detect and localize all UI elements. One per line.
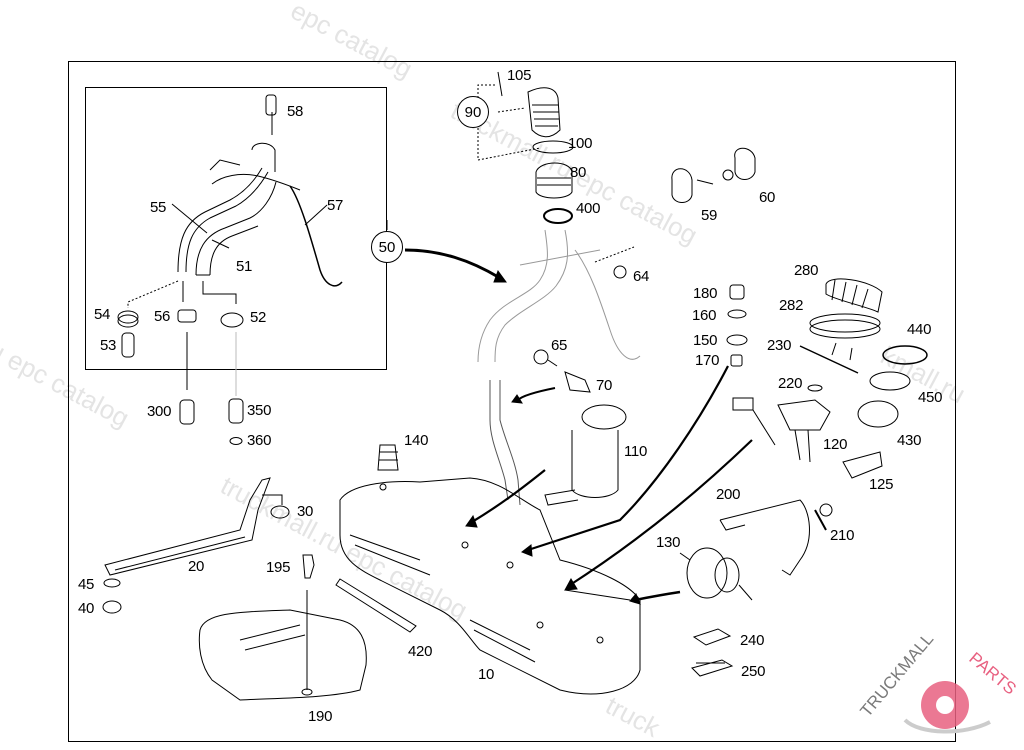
callout-59[interactable]: 59	[701, 207, 718, 224]
callout-70[interactable]: 70	[596, 377, 613, 394]
callout-350[interactable]: 350	[247, 402, 272, 419]
callout-190[interactable]: 190	[308, 708, 333, 725]
callout-440[interactable]: 440	[907, 321, 932, 338]
callout-110[interactable]: 110	[624, 443, 648, 460]
callout-10[interactable]: 10	[478, 666, 495, 683]
callout-420[interactable]: 420	[408, 643, 433, 660]
callout-40[interactable]: 40	[78, 600, 95, 617]
callout-45[interactable]: 45	[78, 576, 95, 593]
callout-58[interactable]: 58	[287, 103, 304, 120]
callout-57[interactable]: 57	[327, 197, 344, 214]
callout-150[interactable]: 150	[693, 332, 718, 349]
diagram-frame	[68, 61, 956, 742]
truckmall-parts-logo: TRUCKMALL PARTS	[857, 629, 1020, 734]
callout-400[interactable]: 400	[576, 200, 601, 217]
part-58-connector	[265, 94, 277, 116]
callout-282[interactable]: 282	[779, 297, 804, 314]
callout-55[interactable]: 55	[150, 199, 167, 216]
filler-neck-hose-part	[177, 112, 343, 287]
callout-195[interactable]: 195	[266, 559, 291, 576]
callout-56[interactable]: 56	[154, 308, 171, 325]
callout-430[interactable]: 430	[897, 432, 922, 449]
callout-360[interactable]: 360	[247, 432, 272, 449]
callout-210[interactable]: 210	[830, 527, 855, 544]
callout-170[interactable]: 170	[695, 352, 720, 369]
callout-52[interactable]: 52	[250, 309, 267, 326]
group-marker-50[interactable]: 50	[371, 231, 403, 263]
callout-105[interactable]: 105	[507, 67, 532, 84]
callout-20[interactable]: 20	[188, 558, 205, 575]
callout-300[interactable]: 300	[147, 403, 172, 420]
svg-text:PARTS: PARTS	[965, 649, 1019, 699]
callout-250[interactable]: 250	[741, 663, 766, 680]
callout-54[interactable]: 54	[94, 306, 111, 323]
callout-220[interactable]: 220	[778, 375, 803, 392]
callout-140[interactable]: 140	[404, 432, 429, 449]
callout-450[interactable]: 450	[918, 389, 943, 406]
callout-240[interactable]: 240	[740, 632, 765, 649]
callout-230[interactable]: 230	[767, 337, 792, 354]
callout-130[interactable]: 130	[656, 534, 681, 551]
callout-64[interactable]: 64	[633, 268, 650, 285]
callout-60[interactable]: 60	[759, 189, 776, 206]
callout-180[interactable]: 180	[693, 285, 718, 302]
callout-30[interactable]: 30	[297, 503, 314, 520]
callout-160[interactable]: 160	[692, 307, 717, 324]
callout-100[interactable]: 100	[568, 135, 593, 152]
callout-80[interactable]: 80	[570, 164, 587, 181]
callout-120[interactable]: 120	[823, 436, 848, 453]
group-marker-90[interactable]: 90	[457, 96, 489, 128]
callout-200[interactable]: 200	[716, 486, 741, 503]
callout-280[interactable]: 280	[794, 262, 819, 279]
callout-51[interactable]: 51	[236, 258, 253, 275]
callout-65[interactable]: 65	[551, 337, 568, 354]
callout-125[interactable]: 125	[869, 476, 894, 493]
callout-53[interactable]: 53	[100, 337, 117, 354]
